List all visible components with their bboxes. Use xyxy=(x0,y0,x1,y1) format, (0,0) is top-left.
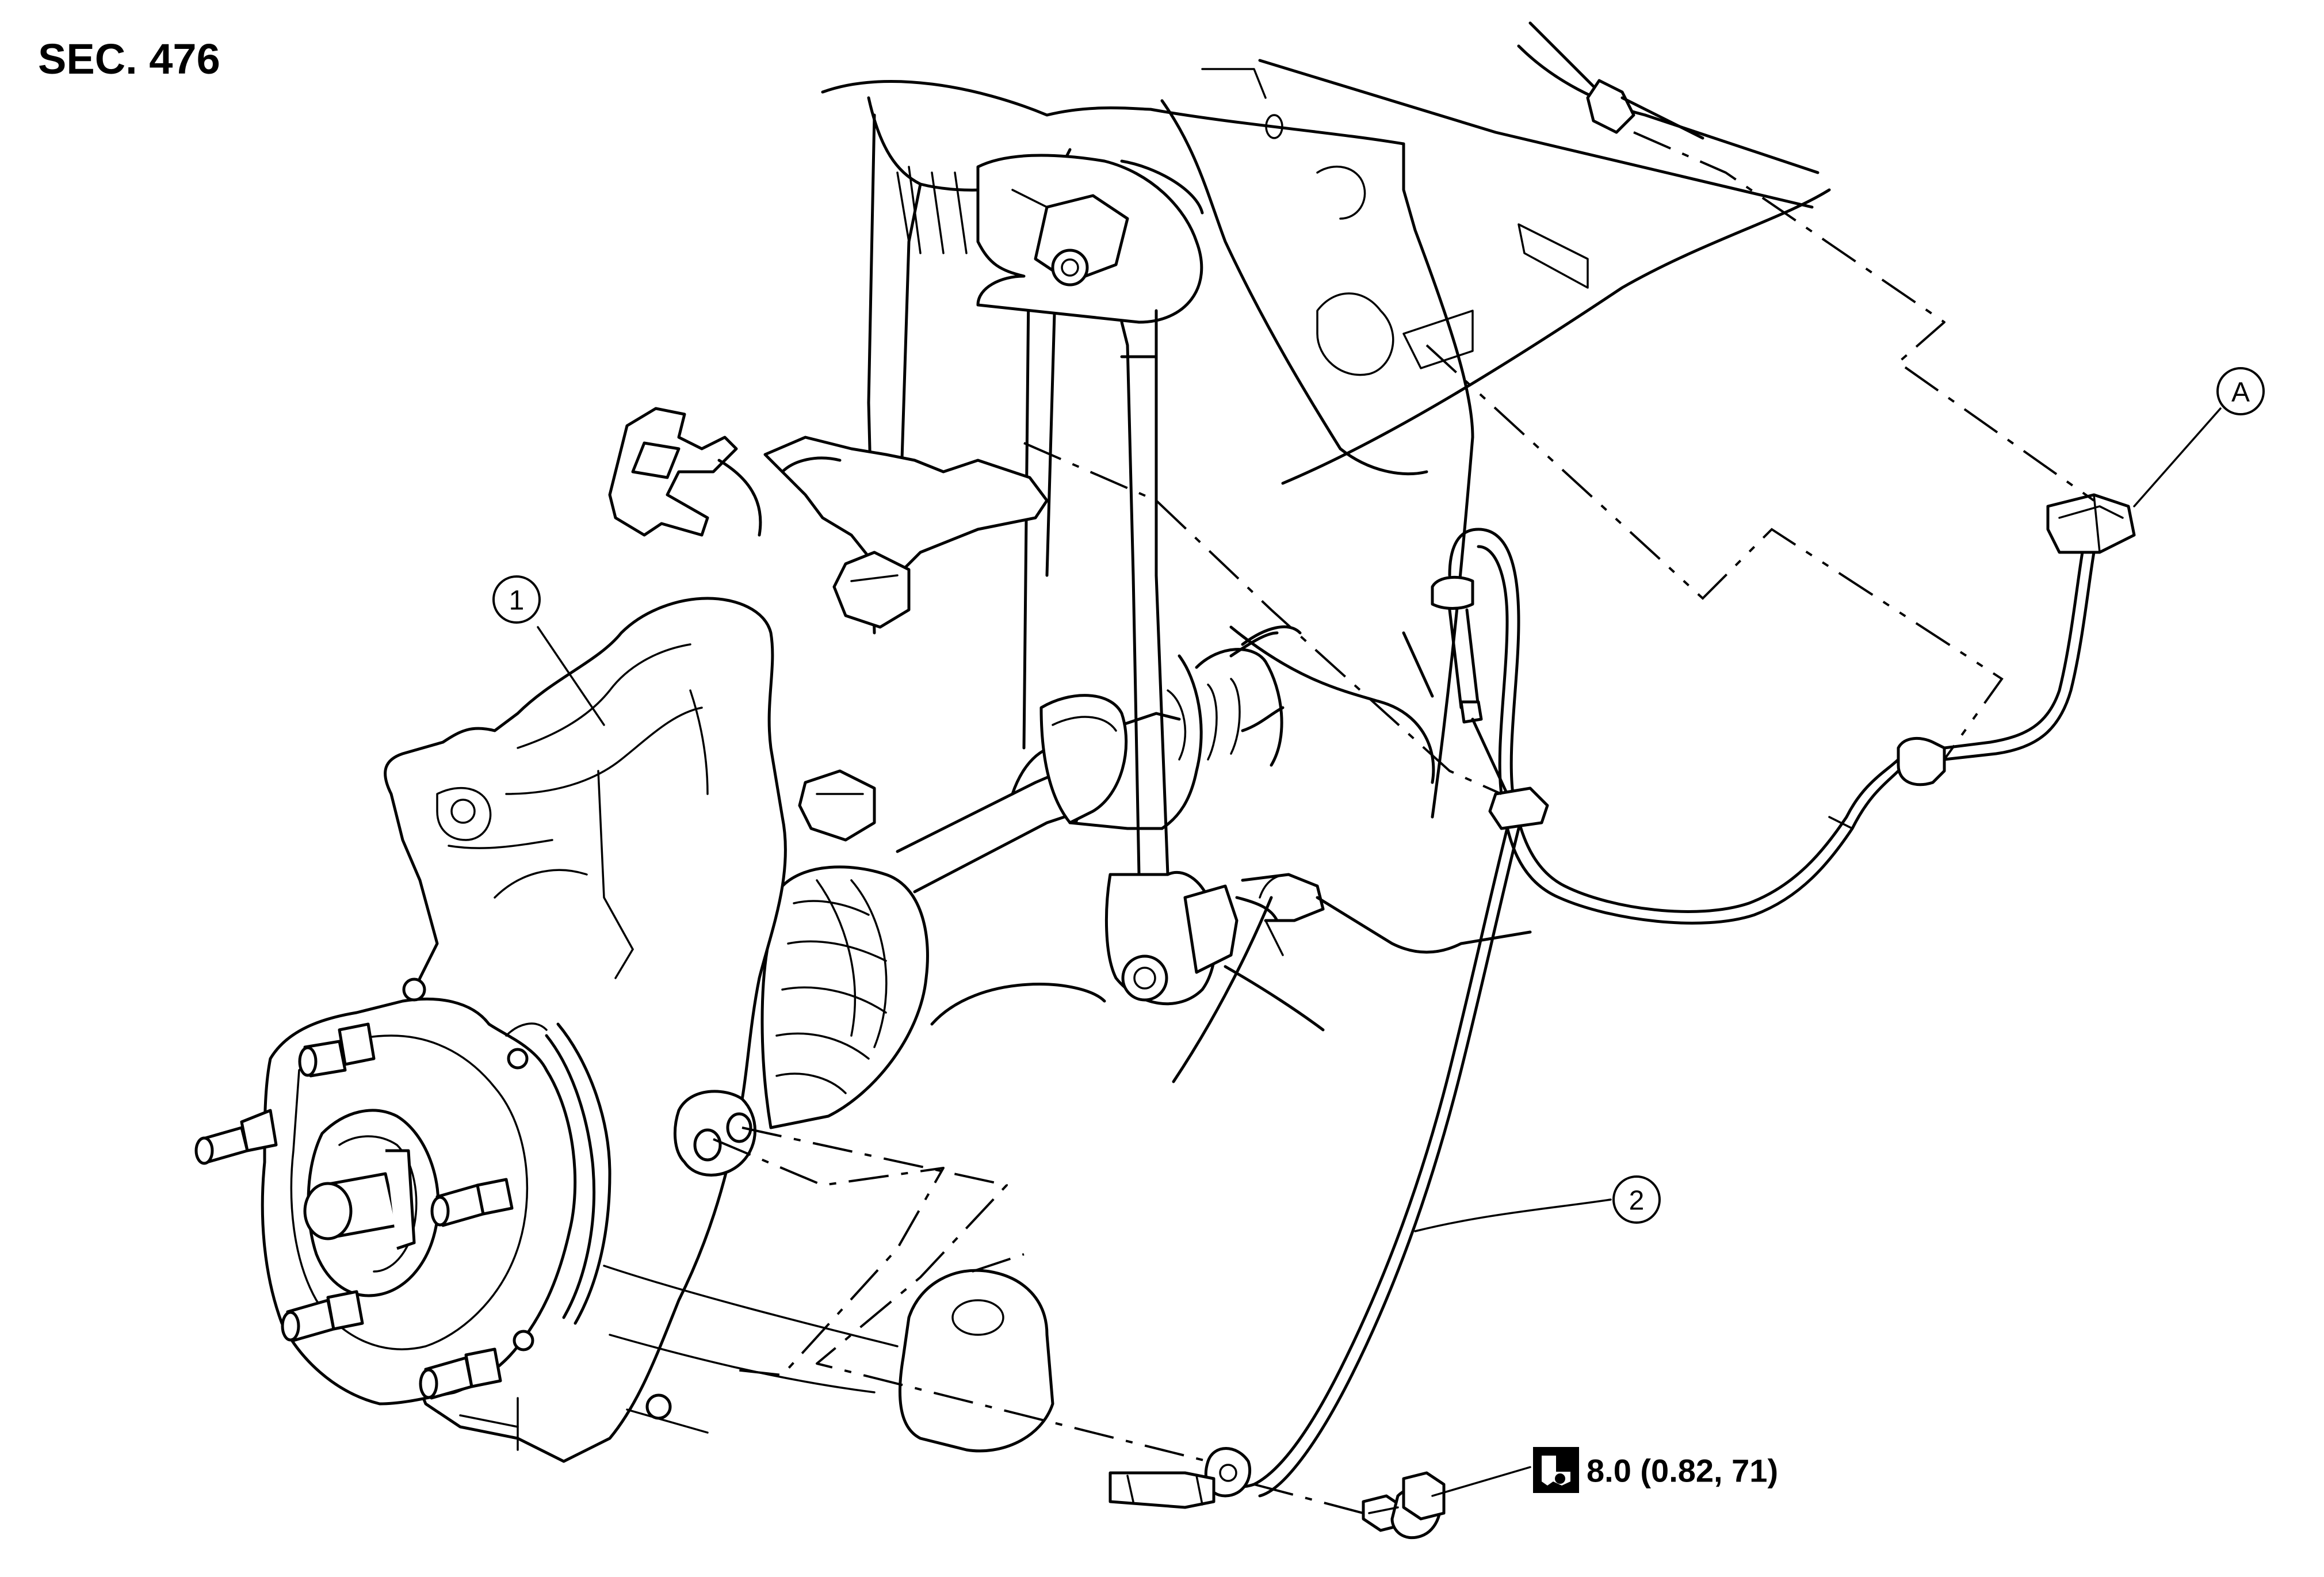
abs-sensor-harness xyxy=(1109,493,2136,1509)
section-reference: SEC. 476 xyxy=(38,35,220,83)
callout-1: 1 xyxy=(492,575,605,726)
wheel-hub-assembly xyxy=(194,977,611,1406)
torque-spec: 8.0 (0.82, 71) xyxy=(1431,1447,1778,1497)
vehicle-body-frame xyxy=(821,21,1831,1083)
callout-2: 2 xyxy=(1414,1175,1661,1232)
torque-wrench-icon xyxy=(1533,1447,1579,1493)
wheel-stud xyxy=(298,1022,376,1078)
torque-value: 8.0 (0.82, 71) xyxy=(1587,1453,1778,1489)
callout-label-2: 2 xyxy=(1629,1186,1645,1216)
drive-shaft xyxy=(760,625,1302,1129)
callout-label-1: 1 xyxy=(509,586,525,616)
callout-a: A xyxy=(2133,367,2265,507)
installation-guide-lines xyxy=(713,131,2095,1514)
sensor-bolt xyxy=(1362,1471,1446,1540)
callout-label-a: A xyxy=(2231,377,2250,408)
strut-assembly xyxy=(867,96,1532,1032)
wheel-stud xyxy=(281,1290,364,1342)
wheel-stud xyxy=(419,1347,502,1400)
knuckle-upper-bracket xyxy=(608,407,1049,842)
wheel-stud xyxy=(430,1178,514,1227)
wheel-stud xyxy=(194,1109,278,1165)
